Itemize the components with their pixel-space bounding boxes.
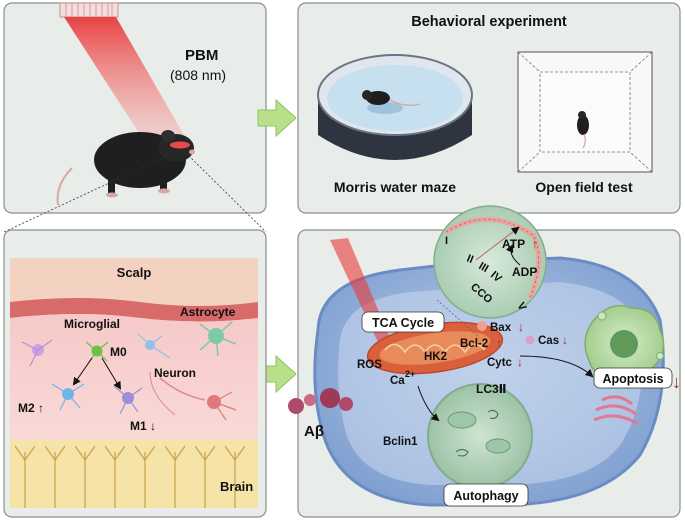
m2-up-arrow: ↑ — [38, 401, 44, 415]
arrow-ca-to-autophagy — [417, 385, 440, 422]
mouse-icon — [56, 130, 195, 206]
bax-label: Bax — [490, 322, 512, 334]
adp-label: ADP — [512, 265, 537, 279]
bcl2-up-arrow: ↑ — [496, 336, 502, 350]
svg-text:2+: 2+ — [405, 369, 415, 379]
golgi-icon — [593, 395, 639, 426]
zoom-line-right — [182, 149, 267, 233]
tca-box — [361, 311, 445, 333]
apoptosis-cell-icon — [584, 305, 665, 381]
abeta-label: Aβ — [304, 423, 324, 440]
neuron-icon — [149, 371, 237, 421]
scalp-layer — [10, 258, 258, 306]
ca-label: Ca 2+ — [390, 369, 415, 387]
arrow-to-behavior — [257, 98, 297, 138]
cas-label: Cas — [538, 335, 559, 347]
brain-label: Brain — [220, 479, 253, 494]
open-field-label: Open field test — [535, 179, 633, 195]
bclin1-label: Bclin1 — [383, 436, 418, 448]
cell-panel: I II III IV V CCO ATP ↑ ADP TCA Cycle Ba… — [288, 205, 681, 518]
atp-label: ATP — [502, 237, 525, 251]
autophagy-label: Autophagy — [453, 489, 518, 503]
microglia-cell-1 — [21, 339, 53, 367]
microglia-cell-2 — [137, 333, 171, 359]
m2-label: M2 — [18, 401, 35, 415]
laser-device — [59, 2, 119, 18]
cytc-label: Cytc — [487, 357, 513, 369]
behavior-panel: Behavioral experiment Morris water maze … — [297, 2, 681, 214]
etc-zoom-circle — [433, 205, 547, 337]
complex-1-label: I — [445, 235, 448, 247]
abeta-icon — [288, 388, 353, 414]
apoptosis-down-arrow: ↓ — [672, 372, 681, 392]
pbm-panel: PBM (808 nm) — [3, 2, 267, 214]
zoom-line-left — [3, 149, 181, 233]
arrow-to-apoptosis — [519, 355, 594, 378]
hk2-label: HK2 — [424, 351, 447, 363]
microglial-label: Microglial — [64, 317, 120, 331]
bcl2-label: Bcl-2 — [460, 338, 488, 350]
astrocyte-label: Astrocyte — [180, 305, 236, 319]
ros-label: ROS — [357, 359, 382, 371]
pbm-title: PBM — [185, 47, 218, 64]
water-maze-icon — [317, 54, 473, 160]
water-maze-label: Morris water maze — [334, 179, 456, 195]
atp-up-arrow: ↑ — [532, 237, 538, 251]
open-field-icon — [517, 51, 653, 173]
scalp-label: Scalp — [117, 265, 152, 280]
autophagosome-icon — [427, 383, 533, 489]
bax-down-arrow: ↓ — [518, 320, 524, 334]
m0-label: M0 — [110, 345, 127, 359]
arrow-m0-to-m2 — [72, 357, 93, 386]
autophagy-box — [443, 483, 529, 507]
svg-text:Ca: Ca — [390, 375, 405, 387]
apoptosis-box — [593, 367, 673, 389]
microglia-m0-icon — [85, 341, 109, 363]
m1-label: M1 — [130, 419, 147, 433]
laser-beam — [64, 17, 188, 150]
cas-dot — [525, 335, 535, 345]
astrocyte-icon — [199, 321, 237, 357]
brain-panel: Scalp Brain Astrocyte — [3, 229, 267, 518]
cas-down-arrow: ↓ — [562, 333, 568, 347]
mitochondrion-icon — [366, 321, 504, 375]
cytc-down-arrow: ↓ — [517, 355, 523, 369]
lc3-label: LC3Ⅱ — [476, 382, 507, 396]
apoptosis-label: Apoptosis — [602, 372, 663, 386]
pbm-wavelength: (808 nm) — [170, 67, 226, 83]
arrow-m0-to-m1 — [101, 357, 122, 390]
bax-dot — [477, 321, 487, 331]
adp-to-atp-arrow — [505, 244, 521, 266]
m1-down-arrow: ↓ — [150, 419, 156, 433]
microglia-m2-icon — [51, 383, 85, 411]
tca-label: TCA Cycle — [372, 316, 434, 330]
brain-tissue — [10, 314, 258, 440]
neuron-label: Neuron — [154, 366, 196, 380]
meninges-layer — [10, 298, 258, 322]
complex-2-label: II — [465, 253, 475, 266]
brain-layer — [10, 440, 258, 508]
behavior-title: Behavioral experiment — [411, 14, 567, 30]
